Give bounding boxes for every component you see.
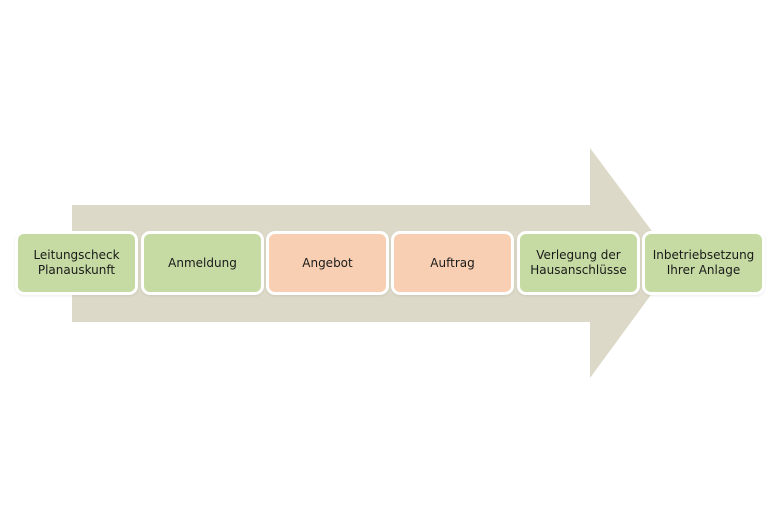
step-label: Inbetriebsetzung Ihrer Anlage bbox=[652, 248, 755, 277]
step-label: Anmeldung bbox=[168, 255, 237, 270]
step-inbetriebsetzung: Inbetriebsetzung Ihrer Anlage bbox=[642, 231, 765, 295]
step-angebot: Angebot bbox=[266, 231, 389, 295]
step-anmeldung: Anmeldung bbox=[141, 231, 264, 295]
step-label: Auftrag bbox=[430, 255, 475, 270]
step-label: Angebot bbox=[302, 255, 353, 270]
step-auftrag: Auftrag bbox=[391, 231, 514, 295]
step-label: Verlegung der Hausanschlüsse bbox=[530, 248, 627, 277]
step-leitungscheck: Leitungscheck Planauskunft bbox=[15, 231, 138, 295]
step-verlegung: Verlegung der Hausanschlüsse bbox=[517, 231, 640, 295]
step-label: Leitungscheck Planauskunft bbox=[33, 248, 120, 277]
